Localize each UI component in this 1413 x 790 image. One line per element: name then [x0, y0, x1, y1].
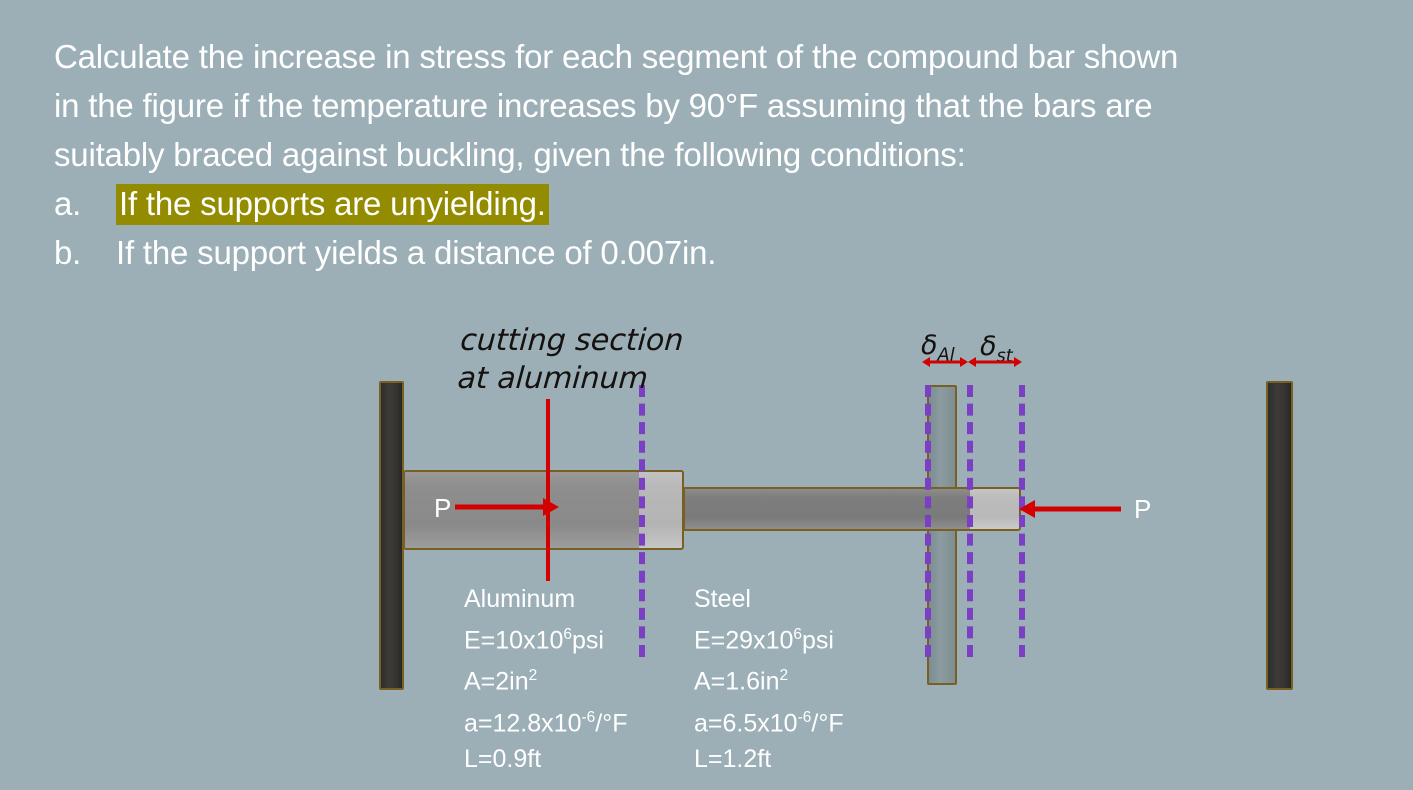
condition-b-marker: b.: [54, 234, 82, 271]
cutting-section-annotation: cutting section at aluminum: [456, 322, 684, 398]
aluminum-area: A=2in2: [464, 658, 627, 699]
steel-area-prefix: A=1.6in: [694, 667, 780, 696]
delta-aluminum-symbol: δ: [921, 330, 938, 361]
right-wall-support: [1266, 381, 1293, 690]
cutting-section-annotation-line-1: cutting section: [459, 323, 685, 358]
steel-properties: Steel E=29x106psi A=1.6in2 a=6.5x10-6/°F…: [694, 581, 844, 777]
steel-alpha-prefix: a=6.5x10: [694, 708, 798, 737]
steel-modulus-prefix: E=29x10: [694, 626, 794, 655]
delta-aluminum-dimension-arrow: [922, 357, 968, 367]
steel-modulus-unit: psi: [802, 626, 834, 655]
aluminum-modulus-unit: psi: [572, 626, 604, 655]
steel-modulus: E=29x106psi: [694, 617, 844, 658]
aluminum-length: L=0.9ft: [464, 744, 542, 773]
delta-aluminum-subscript: Al: [937, 344, 955, 366]
condition-a-text: If the supports are unyielding.: [116, 184, 549, 225]
aluminum-modulus: E=10x106psi: [464, 617, 627, 658]
condition-item-b: b. If the support yields a distance of 0…: [54, 228, 1384, 277]
delta-steel-dimension-arrow: [968, 357, 1022, 367]
statement-line-2: in the figure if the temperature increas…: [54, 87, 1153, 124]
left-wall-support: [379, 381, 404, 690]
steel-bar-end-segment: [970, 487, 1021, 531]
left-load-arrow: [455, 498, 559, 516]
aluminum-modulus-prefix: E=10x10: [464, 626, 564, 655]
aluminum-area-prefix: A=2in: [464, 667, 529, 696]
section-dash-line-aluminum: [639, 385, 645, 657]
section-dash-line-post: [925, 385, 931, 657]
steel-area-exponent: 2: [779, 667, 789, 685]
steel-alpha-unit: /°F: [811, 708, 844, 737]
statement-line-3: suitably braced against buckling, given …: [54, 136, 966, 173]
aluminum-area-exponent: 2: [528, 667, 538, 685]
steel-title: Steel: [694, 585, 751, 613]
aluminum-bar-end-segment: [639, 470, 684, 550]
steel-alpha-exponent: -6: [797, 708, 812, 726]
aluminum-properties: Aluminum E=10x106psi A=2in2 a=12.8x10-6/…: [464, 581, 627, 777]
statement-line-1: Calculate the increase in stress for eac…: [54, 38, 1179, 75]
section-dash-line-middle: [967, 385, 973, 657]
steel-length: L=1.2ft: [694, 744, 772, 773]
steel-bar: [683, 487, 972, 531]
problem-statement: Calculate the increase in stress for eac…: [54, 32, 1384, 277]
left-load-label: P: [434, 493, 452, 523]
section-dash-line-right: [1019, 385, 1025, 657]
aluminum-alpha: a=12.8x10-6/°F: [464, 700, 627, 741]
condition-item-a: a. If the supports are unyielding.: [54, 179, 1384, 228]
aluminum-alpha-exponent: -6: [581, 708, 596, 726]
aluminum-alpha-prefix: a=12.8x10: [464, 708, 582, 737]
right-load-arrow: [1019, 500, 1121, 518]
steel-area: A=1.6in2: [694, 658, 844, 699]
aluminum-bar: [403, 470, 641, 550]
aluminum-alpha-unit: /°F: [595, 708, 628, 737]
steel-alpha: a=6.5x10-6/°F: [694, 700, 844, 741]
cutting-section-annotation-line-2: at aluminum: [456, 361, 650, 396]
steel-modulus-exponent: 6: [793, 626, 803, 643]
aluminum-title: Aluminum: [464, 585, 576, 613]
right-load-label: P: [1134, 494, 1152, 524]
middle-post-support: [927, 385, 957, 685]
aluminum-modulus-exponent: 6: [563, 626, 573, 643]
condition-b-text: If the support yields a distance of 0.00…: [116, 234, 717, 271]
cutting-section-line: [546, 399, 550, 581]
delta-steel-symbol: δ: [980, 331, 997, 362]
delta-aluminum-label: δAl: [921, 330, 955, 365]
condition-a-marker: a.: [54, 185, 82, 222]
